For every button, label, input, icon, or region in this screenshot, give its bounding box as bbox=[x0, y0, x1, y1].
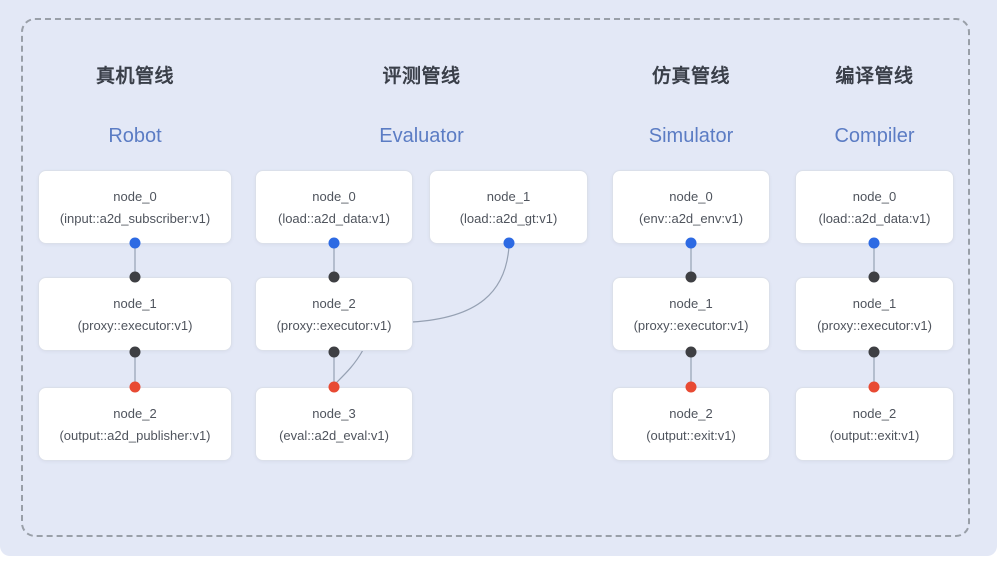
port-dot-input-red bbox=[868, 381, 880, 393]
node-simulator-0: node_0 (env::a2d_env:v1) bbox=[612, 170, 770, 244]
port-dot-output-blue bbox=[868, 237, 880, 249]
node-title: node_2 bbox=[669, 406, 713, 421]
port-dot-input-red bbox=[129, 381, 141, 393]
node-title: node_1 bbox=[113, 296, 157, 311]
node-title: node_0 bbox=[113, 189, 157, 204]
node-title: node_2 bbox=[312, 296, 356, 311]
node-compiler-2: node_2 (output::exit:v1) bbox=[795, 387, 954, 461]
node-subtitle: (proxy::executor:v1) bbox=[276, 318, 392, 333]
node-robot-1: node_1 (proxy::executor:v1) bbox=[38, 277, 232, 351]
node-title: node_2 bbox=[852, 406, 897, 421]
node-subtitle: (load::a2d_gt:v1) bbox=[459, 211, 558, 226]
node-subtitle: (proxy::executor:v1) bbox=[817, 318, 932, 333]
node-evaluator-0: node_0 (load::a2d_data:v1) bbox=[255, 170, 413, 244]
port-dot-mid-black bbox=[685, 346, 697, 357]
node-evaluator-3: node_3 (eval::a2d_eval:v1) bbox=[255, 387, 413, 461]
node-subtitle: (input::a2d_subscriber:v1) bbox=[59, 211, 211, 226]
pipeline-title-en-compiler: Compiler bbox=[834, 125, 915, 147]
node-simulator-1: node_1 (proxy::executor:v1) bbox=[612, 277, 770, 351]
node-subtitle: (load::a2d_data:v1) bbox=[818, 211, 931, 226]
node-title: node_1 bbox=[669, 296, 713, 311]
node-subtitle: (output::exit:v1) bbox=[646, 428, 736, 443]
port-dot-mid-black bbox=[868, 346, 880, 357]
node-title: node_0 bbox=[852, 189, 897, 204]
node-evaluator-2: node_2 (proxy::executor:v1) bbox=[255, 277, 413, 351]
node-simulator-2: node_2 (output::exit:v1) bbox=[612, 387, 770, 461]
node-subtitle: (eval::a2d_eval:v1) bbox=[279, 428, 389, 443]
node-subtitle: (proxy::executor:v1) bbox=[633, 318, 749, 333]
node-title: node_0 bbox=[669, 189, 713, 204]
node-title: node_3 bbox=[312, 406, 356, 421]
dashed-border-frame bbox=[21, 18, 970, 537]
node-subtitle: (output::exit:v1) bbox=[829, 428, 920, 443]
node-robot-0: node_0 (input::a2d_subscriber:v1) bbox=[38, 170, 232, 244]
port-dot-mid-black bbox=[328, 346, 340, 357]
port-dot-mid-black bbox=[685, 271, 697, 283]
port-dot-mid-black bbox=[868, 271, 880, 283]
pipeline-title-zh-simulator: 仿真管线 bbox=[651, 66, 730, 87]
node-compiler-1: node_1 (proxy::executor:v1) bbox=[795, 277, 954, 351]
port-dot-mid-black bbox=[328, 271, 340, 283]
node-subtitle: (output::a2d_publisher:v1) bbox=[59, 428, 211, 443]
node-evaluator-1: node_1 (load::a2d_gt:v1) bbox=[429, 170, 588, 244]
pipeline-title-zh-robot: 真机管线 bbox=[95, 66, 174, 87]
node-robot-2: node_2 (output::a2d_publisher:v1) bbox=[38, 387, 232, 461]
port-dot-output-blue bbox=[503, 237, 515, 249]
port-dot-mid-black bbox=[129, 271, 141, 283]
node-subtitle: (load::a2d_data:v1) bbox=[277, 211, 391, 226]
node-title: node_0 bbox=[312, 189, 356, 204]
node-compiler-0: node_0 (load::a2d_data:v1) bbox=[795, 170, 954, 244]
pipeline-title-en-evaluator: Evaluator bbox=[379, 125, 464, 147]
port-dot-input-red bbox=[328, 381, 340, 393]
pipeline-title-zh-compiler: 编译管线 bbox=[835, 66, 914, 87]
port-dot-input-red bbox=[685, 381, 697, 393]
node-title: node_1 bbox=[486, 189, 531, 204]
port-dot-output-blue bbox=[685, 237, 697, 249]
pipeline-title-en-robot: Robot bbox=[108, 125, 162, 147]
node-title: node_1 bbox=[852, 296, 897, 311]
port-dot-mid-black bbox=[129, 346, 141, 357]
node-subtitle: (proxy::executor:v1) bbox=[77, 318, 193, 333]
port-dot-output-blue bbox=[129, 237, 141, 249]
port-dot-output-blue bbox=[328, 237, 340, 249]
pipeline-title-zh-evaluator: 评测管线 bbox=[382, 66, 461, 87]
pipeline-title-en-simulator: Simulator bbox=[648, 125, 734, 147]
node-title: node_2 bbox=[113, 406, 157, 421]
node-subtitle: (env::a2d_env:v1) bbox=[638, 211, 744, 226]
